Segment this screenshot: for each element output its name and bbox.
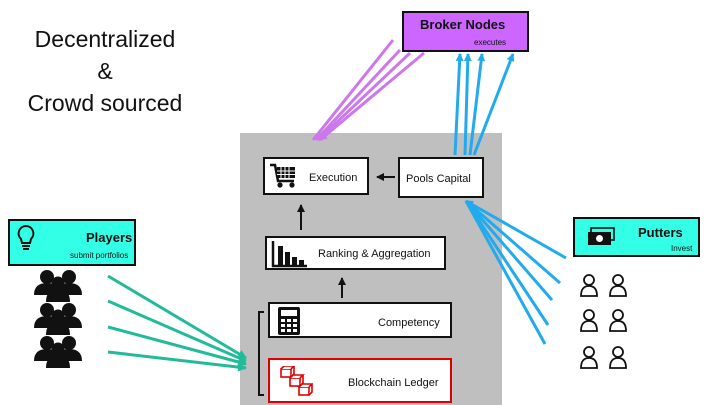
blockchain-ledger-box: Blockchain Ledger — [268, 358, 452, 403]
person-icon — [580, 274, 598, 297]
ranking-label: Ranking & Aggregation — [318, 248, 431, 260]
person-icon — [580, 346, 598, 369]
pools-capital-label: Pools Capital — [406, 173, 471, 185]
title-ampersand: & — [97, 58, 113, 84]
title-decentralized: Decentralized — [34, 26, 176, 52]
execution-label: Execution — [309, 172, 358, 184]
broker-nodes-name: Broker Nodes — [420, 17, 506, 32]
blockchain-blocks-icon — [279, 365, 314, 403]
competency-label: Competency — [378, 317, 440, 329]
ranking-box: Ranking & Aggregation — [265, 236, 446, 270]
competency-box: Competency — [268, 302, 452, 338]
bracket — [258, 311, 264, 396]
group-icon — [34, 270, 82, 302]
execution-box: Execution — [263, 157, 369, 195]
blockchain-ledger-label: Blockchain Ledger — [348, 377, 439, 389]
players-name: Players — [86, 230, 133, 245]
person-icon — [580, 309, 598, 332]
broker-nodes-legend: Broker Nodes executes — [402, 11, 529, 52]
players-to-ledger-arrows — [107, 274, 247, 372]
person-icon — [609, 274, 627, 297]
internal-flow-arrows — [297, 173, 395, 298]
players-legend: Players submit portfolios — [8, 219, 136, 266]
broker-arrows — [311, 39, 425, 142]
title-crowd-sourced: Crowd sourced — [27, 90, 183, 116]
money-icon — [586, 226, 616, 253]
putters-crowd — [580, 274, 627, 369]
cart-icon — [269, 162, 299, 195]
group-icon — [34, 303, 82, 335]
putters-legend: Putters Invest — [573, 217, 700, 257]
bar-chart-icon — [271, 240, 309, 273]
lightbulb-icon — [16, 224, 36, 261]
pools-capital-box: Pools Capital — [398, 157, 484, 198]
players-crowd — [34, 270, 82, 368]
broker-nodes-sub: executes — [474, 38, 507, 47]
person-icon — [609, 346, 627, 369]
capital-to-broker-arrows — [453, 53, 515, 156]
group-icon — [34, 336, 82, 368]
calculator-icon — [277, 306, 301, 341]
putters-sub: Invest — [671, 244, 693, 253]
putters-name: Putters — [638, 225, 683, 240]
person-icon — [609, 309, 627, 332]
players-sub: submit portfolios — [70, 251, 129, 260]
putters-to-capital-arrows — [464, 199, 567, 345]
